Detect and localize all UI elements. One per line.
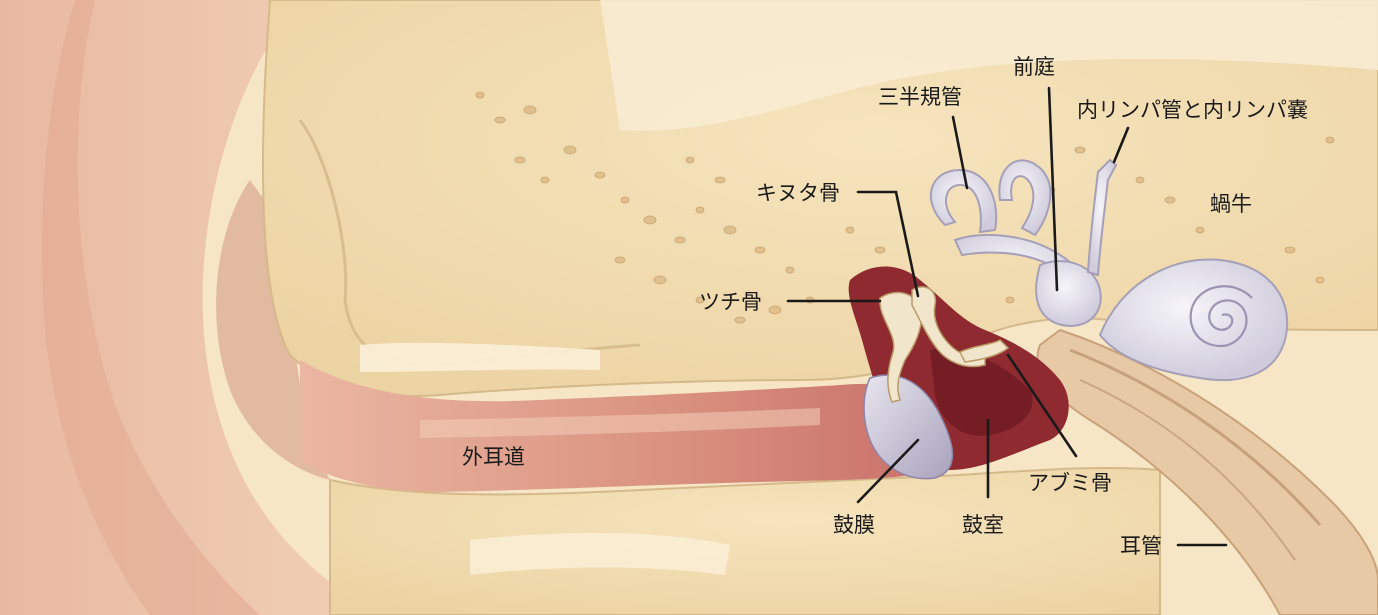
label-cochlea: 蝸牛	[1210, 192, 1252, 216]
label-eardrum: 鼓膜	[833, 513, 875, 537]
label-semicircular-canals: 三半規管	[878, 85, 962, 109]
label-incus: キヌタ骨	[756, 181, 840, 205]
label-malleus: ツチ骨	[699, 290, 762, 314]
label-vestibule: 前庭	[1013, 55, 1055, 79]
label-endolymphatic: 内リンパ管と内リンパ嚢	[1077, 98, 1308, 122]
label-ear-canal: 外耳道	[462, 445, 525, 469]
label-stapes: アブミ骨	[1028, 471, 1112, 495]
label-eustachian-tube: 耳管	[1120, 534, 1162, 558]
label-tympanic-cavity: 鼓室	[962, 513, 1004, 537]
